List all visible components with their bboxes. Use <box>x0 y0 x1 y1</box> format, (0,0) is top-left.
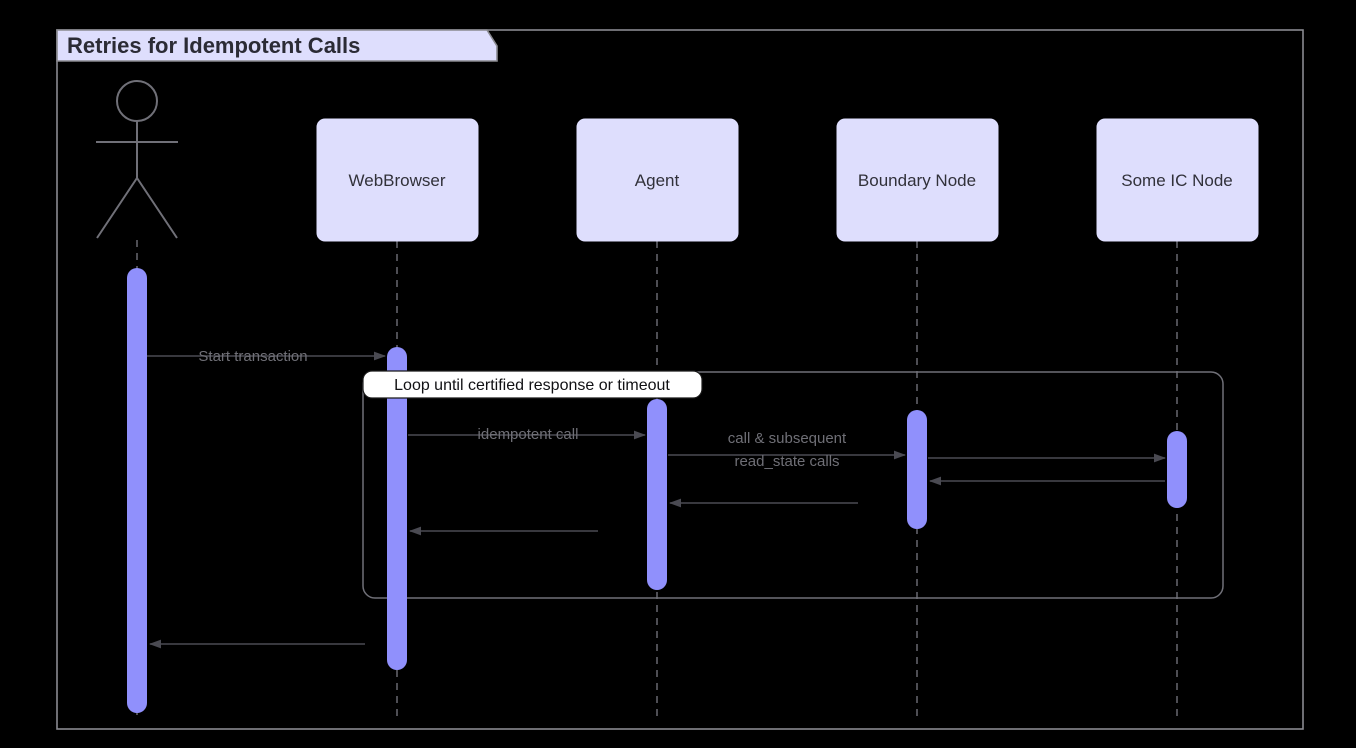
frame-title-tab <box>56 29 498 62</box>
loop-label-box[interactable]: Loop until certified response or timeout <box>362 370 703 399</box>
message-idempotent-call[interactable]: idempotent call <box>408 426 646 443</box>
activation-webbrowser <box>387 347 407 670</box>
diagram-frame: Retries for Idempotent Calls <box>56 29 1304 730</box>
message-label-call-line1: call & subsequent <box>728 430 847 447</box>
message-call-and-read-state[interactable]: call & subsequent read_state calls <box>668 430 906 470</box>
loop-fragment <box>362 371 1224 599</box>
participant-webbrowser[interactable]: WebBrowser <box>316 118 479 242</box>
loop-label-text: Loop until certified response or timeout <box>394 377 670 394</box>
activation-agent <box>647 399 667 590</box>
activation-actor <box>127 268 147 713</box>
participant-box[interactable] <box>1096 118 1259 242</box>
loop-label-background <box>362 370 703 399</box>
participant-box[interactable] <box>316 118 479 242</box>
activation-boundary-node <box>907 410 927 529</box>
actor-figure[interactable] <box>96 80 178 239</box>
loop-fragment-border <box>362 371 1224 599</box>
activation-bars <box>127 268 1187 713</box>
participant-ic-node[interactable]: Some IC Node <box>1096 118 1259 242</box>
frame-title-label: Retries for Idempotent Calls <box>67 33 360 58</box>
actor-head-icon <box>116 80 158 122</box>
participant-label-webbrowser: WebBrowser <box>349 171 446 190</box>
participant-label-boundary-node: Boundary Node <box>858 171 976 190</box>
participant-boundary-node[interactable]: Boundary Node <box>836 118 999 242</box>
message-label-start-transaction: Start transaction <box>198 348 307 365</box>
participant-agent[interactable]: Agent <box>576 118 739 242</box>
participant-box[interactable] <box>836 118 999 242</box>
participant-label-agent: Agent <box>635 171 680 190</box>
participant-label-ic-node: Some IC Node <box>1121 171 1233 190</box>
message-label-idempotent-call: idempotent call <box>478 426 579 443</box>
message-label-call-line2: read_state calls <box>734 453 839 470</box>
message-start-transaction[interactable]: Start transaction <box>147 348 386 365</box>
participant-box[interactable] <box>576 118 739 242</box>
actor-leg-right <box>136 177 178 239</box>
activation-ic-node <box>1167 431 1187 508</box>
actor-leg-left <box>96 177 138 239</box>
